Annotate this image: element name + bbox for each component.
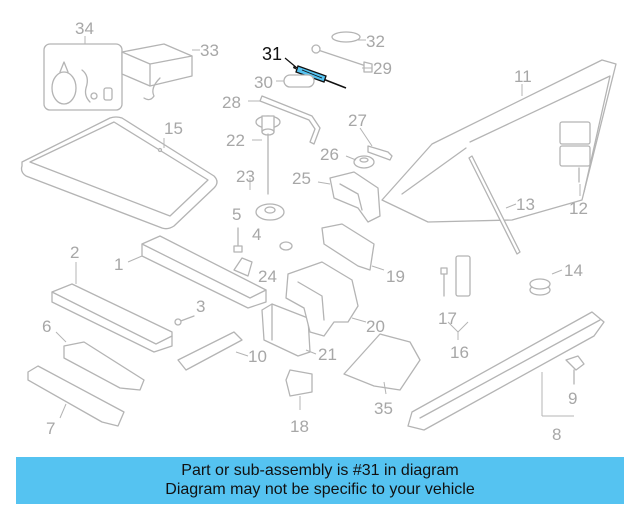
part-6-trim[interactable] <box>63 341 145 391</box>
part-25-bracket[interactable] <box>329 171 381 223</box>
callout-21[interactable]: 21 <box>318 345 337 364</box>
callout-3[interactable]: 3 <box>196 297 205 316</box>
callout-9[interactable]: 9 <box>568 389 577 408</box>
callout-8[interactable]: 8 <box>552 425 561 444</box>
part-18-block[interactable] <box>285 369 313 397</box>
callout-31[interactable]: 31 <box>262 44 282 64</box>
part-4-clip[interactable] <box>233 257 253 277</box>
callout-16[interactable]: 16 <box>450 343 469 362</box>
callout-34[interactable]: 34 <box>75 19 94 38</box>
info-banner: Part or sub-assembly is #31 in diagram D… <box>16 457 624 504</box>
callout-24[interactable]: 24 <box>258 267 277 286</box>
callout-4[interactable]: 4 <box>252 225 261 244</box>
part-33-case[interactable] <box>121 43 193 101</box>
callout-22[interactable]: 22 <box>226 131 245 150</box>
part-31-screwdriver[interactable] <box>295 65 347 89</box>
part-9-clip[interactable] <box>565 355 585 385</box>
callout-26[interactable]: 26 <box>320 145 339 164</box>
part-32-hook[interactable] <box>331 31 361 43</box>
part-16-striker[interactable] <box>455 255 471 297</box>
part-24-grommet[interactable] <box>279 241 293 251</box>
callout-18[interactable]: 18 <box>290 417 309 436</box>
callout-2[interactable]: 2 <box>70 243 79 262</box>
callout-7[interactable]: 7 <box>46 419 55 438</box>
part-10-strip[interactable] <box>177 331 243 371</box>
callout-29[interactable]: 29 <box>373 59 392 78</box>
part-20-bracket[interactable] <box>285 261 359 337</box>
part-3-screw[interactable] <box>174 315 195 326</box>
part-22-jack-spindle[interactable] <box>255 115 281 195</box>
callout-11[interactable]: 11 <box>514 67 532 86</box>
part-30-tube[interactable] <box>283 74 315 88</box>
part-35-plate[interactable] <box>343 333 421 391</box>
callout-5[interactable]: 5 <box>232 205 241 224</box>
part-5-bolt[interactable] <box>233 227 243 253</box>
part-13-strut[interactable] <box>468 155 521 255</box>
part-21-mount[interactable] <box>261 303 311 357</box>
callout-13[interactable]: 13 <box>516 195 535 214</box>
parts-diagram: 34 33 32 29 31 30 28 <box>20 19 617 444</box>
callout-12[interactable]: 12 <box>569 199 588 218</box>
part-28-handle[interactable] <box>259 95 321 145</box>
callout-25[interactable]: 25 <box>292 169 311 188</box>
callout-17[interactable]: 17 <box>438 309 457 328</box>
part-17-pin[interactable] <box>440 267 448 297</box>
part-8-panel[interactable] <box>407 311 605 431</box>
banner-line-2: Diagram may not be specific to your vehi… <box>165 481 475 498</box>
callout-32[interactable]: 32 <box>366 32 385 51</box>
banner-line-1: Part or sub-assembly is #31 in diagram <box>181 462 459 479</box>
part-27-strap[interactable] <box>359 127 393 161</box>
part-14-stop[interactable] <box>529 278 551 296</box>
part-34-kit[interactable] <box>43 43 123 111</box>
part-15-floor-cover[interactable] <box>20 116 218 230</box>
callout-1[interactable]: 1 <box>114 255 123 274</box>
part-12-pads[interactable] <box>559 121 591 183</box>
callout-15[interactable]: 15 <box>164 119 183 138</box>
callout-27[interactable]: 27 <box>348 111 367 130</box>
callout-28[interactable]: 28 <box>222 93 241 112</box>
callout-35[interactable]: 35 <box>374 399 393 418</box>
part-23-wheel[interactable] <box>255 203 285 221</box>
part-26-nut[interactable] <box>353 155 375 169</box>
part-29-wrench[interactable] <box>311 44 373 73</box>
callout-6[interactable]: 6 <box>42 317 51 336</box>
callout-20[interactable]: 20 <box>366 317 385 336</box>
callout-23[interactable]: 23 <box>236 167 255 186</box>
callout-14[interactable]: 14 <box>564 261 583 280</box>
callout-19[interactable]: 19 <box>386 267 405 286</box>
part-7-sill[interactable] <box>27 365 125 427</box>
part-2-rail[interactable] <box>51 283 173 353</box>
callout-33[interactable]: 33 <box>200 41 219 60</box>
callout-10[interactable]: 10 <box>248 347 267 366</box>
part-19-latch[interactable] <box>321 223 375 271</box>
callout-30[interactable]: 30 <box>254 73 273 92</box>
part-11-trunk-lid[interactable] <box>381 59 617 223</box>
